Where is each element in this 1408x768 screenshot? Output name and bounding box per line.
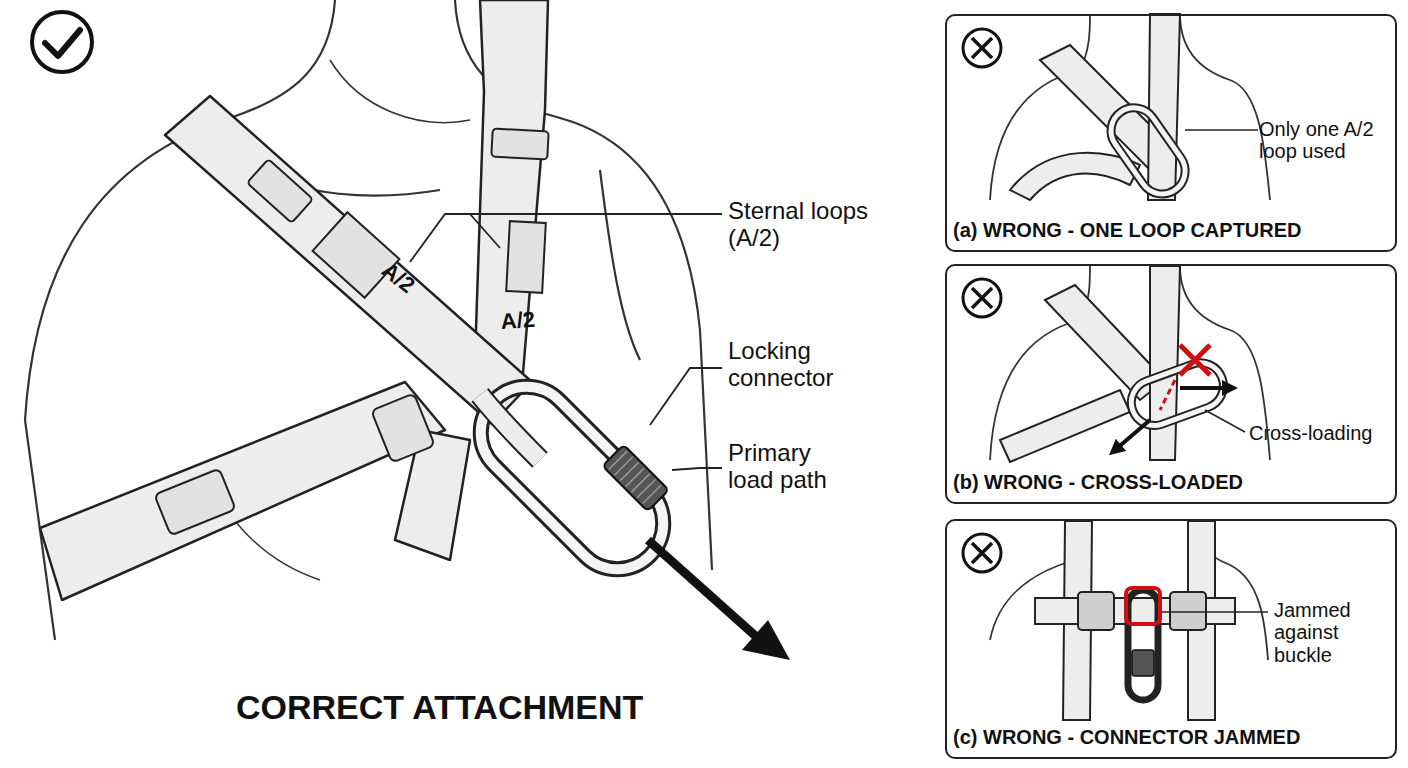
callout-label: Jammed against buckle (1274, 599, 1364, 666)
part-label: Sternal loops (A/2) (728, 198, 898, 252)
error-panel: Only one A/2 loop used (a) WRONG - ONE LO… (945, 14, 1397, 252)
panel-caption: (c) WRONG - CONNECTOR JAMMED (953, 726, 1300, 748)
part-label: Locking connector (728, 338, 853, 392)
error-panel: Cross-loading (b) WRONG - CROSS-LOADED (945, 264, 1397, 504)
callout-label: Only one A/2 loop used (1259, 118, 1391, 163)
callout-label: Cross-loading (1249, 422, 1394, 444)
panel-caption: (a) WRONG - ONE LOOP CAPTURED (953, 219, 1302, 241)
part-label: Primary load path (728, 440, 853, 494)
strap-marking: A/2 (500, 308, 536, 335)
panel-caption: (b) WRONG - CROSS-LOADED (953, 471, 1243, 493)
error-panel: Jammed against buckle (c) WRONG - CONNECT… (945, 519, 1397, 759)
figure-caption: CORRECT ATTACHMENT (236, 688, 643, 726)
